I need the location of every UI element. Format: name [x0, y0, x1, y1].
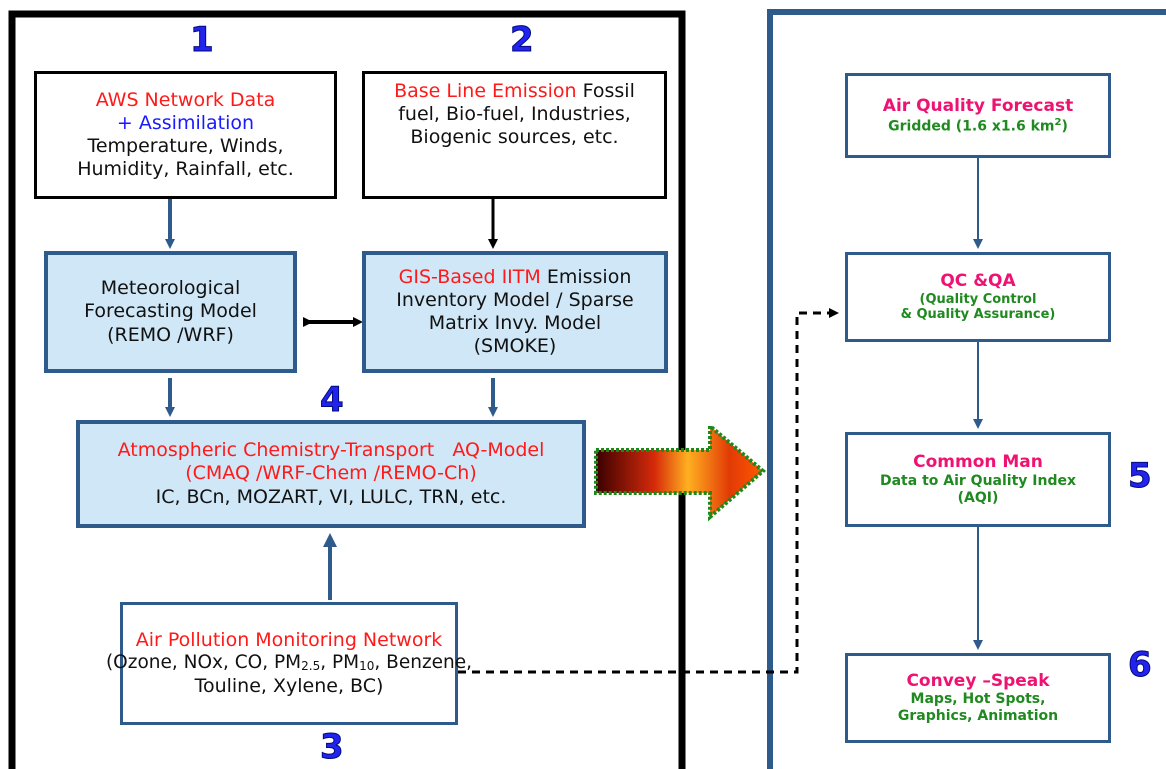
aq-model-line2: (CMAQ /WRF-Chem /REMO-Ch): [185, 462, 477, 485]
common-line3: (AQI): [957, 489, 999, 506]
emission-box: Base Line Emission Fossil fuel, Bio-fuel…: [362, 71, 667, 199]
qcqa-title: QC &QA: [940, 270, 1016, 291]
monitoring-line3: Touline, Xylene, BC): [194, 674, 384, 697]
emission-line1-rest: Fossil: [576, 80, 635, 102]
forecast-close-paren: ): [1061, 118, 1068, 135]
common-line2: Data to Air Quality Index: [879, 472, 1076, 489]
monitoring-line2b: , PM: [320, 652, 360, 674]
gis-emission-inventory-box: GIS-Based IITM Emission Inventory Model …: [362, 251, 668, 373]
gis-line3: Matrix Invy. Model: [428, 312, 602, 334]
meteo-line3: (REMO /WRF): [107, 323, 234, 346]
gis-line2: Inventory Model / Sparse: [396, 288, 634, 311]
dashed-monitoring-to-qcqa: [458, 308, 839, 674]
qcqa-line2: (Quality Control: [919, 291, 1037, 307]
emission-line2: fuel, Bio-fuel, Industries,: [398, 103, 631, 126]
step-number-3: 3: [320, 727, 345, 768]
gis-red: GIS-Based IITM: [398, 265, 541, 288]
emission-title: Base Line Emission: [394, 80, 577, 102]
monitoring-pm10-sub: 10: [359, 659, 375, 674]
emission-line1: Base Line Emission Fossil: [394, 80, 635, 103]
right-panel-frame: [767, 9, 1166, 769]
common-title: Common Man: [913, 452, 1043, 473]
aws-line2: Humidity, Rainfall, etc.: [77, 158, 294, 181]
convey-line2: Maps, Hot Spots,: [910, 691, 1046, 708]
aq-model-box: Atmospheric Chemistry-Transport AQ-Model…: [76, 420, 586, 528]
meteo-line2: Forecasting Model: [84, 300, 257, 323]
step-number-1: 1: [190, 20, 215, 61]
aws-network-box: AWS Network Data + Assimilation Temperat…: [34, 71, 337, 199]
qcqa-box: QC &QA (Quality Control & Quality Assura…: [845, 252, 1111, 342]
left-panel-frame: [8, 10, 686, 769]
gis-line1: GIS-Based IITM Emission: [399, 266, 632, 289]
aq-model-line1: Atmospheric Chemistry-Transport AQ-Model: [117, 439, 545, 462]
step-number-2: 2: [510, 20, 535, 61]
meteo-line1: Meteorological: [100, 277, 241, 300]
air-quality-forecast-box: Air Quality Forecast Gridded (1.6 x1.6 k…: [845, 73, 1111, 158]
gis-rest: Emission: [540, 265, 632, 288]
aq-model-line3: IC, BCn, MOZART, VI, LULC, TRN, etc.: [155, 485, 507, 508]
convey-speak-box: Convey –Speak Maps, Hot Spots, Graphics,…: [845, 653, 1111, 743]
aws-line1: Temperature, Winds,: [87, 135, 284, 157]
big-transfer-arrow: [594, 421, 767, 522]
step-number-4: 4: [320, 380, 345, 421]
monitoring-line2: (Ozone, NOx, CO, PM2.5, PM10, Benzene,: [106, 652, 472, 675]
step-number-5: 5: [1128, 456, 1153, 497]
aws-title: AWS Network Data: [95, 88, 276, 111]
gis-line4: (SMOKE): [473, 335, 557, 358]
monitoring-pm25-sub: 2.5: [301, 659, 321, 674]
forecast-line2-text: Gridded (1.6 x1.6 km: [888, 118, 1055, 135]
monitoring-title: Air Pollution Monitoring Network: [135, 629, 443, 652]
common-man-box: Common Man Data to Air Quality Index (AQ…: [845, 432, 1111, 527]
emission-line3: Biogenic sources, etc.: [410, 126, 619, 149]
monitoring-line2c: , Benzene,: [374, 652, 473, 674]
meteorological-model-box: Meteorological Forecasting Model (REMO /…: [44, 251, 297, 373]
forecast-line2: Gridded (1.6 x1.6 km2): [888, 117, 1068, 136]
forecast-sup: 2: [1054, 116, 1062, 128]
convey-line3: Graphics, Animation: [897, 708, 1059, 725]
convey-title: Convey –Speak: [906, 670, 1050, 691]
monitoring-line2a: (Ozone, NOx, CO, PM: [105, 652, 302, 674]
forecast-title: Air Quality Forecast: [882, 95, 1074, 116]
qcqa-line3: & Quality Assurance): [900, 307, 1056, 323]
step-number-6: 6: [1128, 645, 1153, 686]
aws-subtitle: + Assimilation: [116, 111, 255, 134]
monitoring-network-box: Air Pollution Monitoring Network (Ozone,…: [106, 602, 472, 725]
